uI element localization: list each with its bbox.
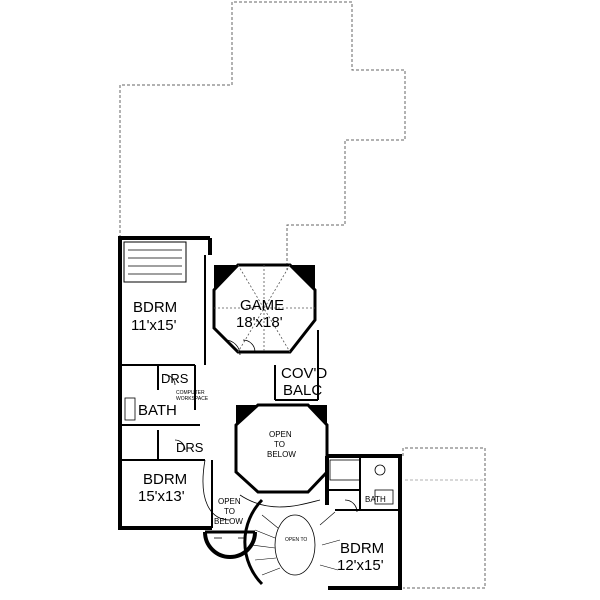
covd-balc-line1: COV'D — [281, 365, 327, 382]
covd-balc-line2: BALC — [283, 382, 322, 399]
bath2-label: BATH — [365, 495, 386, 504]
open2-line1: OPEN — [218, 497, 241, 506]
bath1-label: BATH — [138, 402, 177, 419]
game-size: 18'x18' — [236, 314, 283, 331]
drs1-label: DRS — [161, 371, 189, 386]
computer-label-line1: COMPUTER — [176, 390, 205, 396]
game-name: GAME — [240, 297, 284, 314]
drs2-label: DRS — [176, 440, 204, 455]
bdrm2-name: BDRM — [143, 471, 187, 488]
bdrm3-name: BDRM — [340, 540, 384, 557]
open1-line1: OPEN — [269, 430, 292, 439]
stair-note: OPEN TO — [285, 537, 307, 543]
open1-line3: BELOW — [267, 450, 296, 459]
bdrm1-name: BDRM — [133, 299, 177, 316]
lower-floor-outline — [119, 1, 486, 589]
open2-line2: TO — [224, 507, 235, 516]
wall-masses — [214, 265, 327, 425]
interior-walls — [120, 255, 400, 528]
detail-lines — [123, 241, 394, 576]
computer-label-line2: WORKSPACE — [176, 396, 209, 402]
bdrm2-size: 15'x13' — [138, 488, 185, 505]
bdrm1-size: 11'x15' — [131, 317, 177, 334]
bdrm3-size: 12'x15' — [337, 557, 384, 574]
open2-line3: BELOW — [214, 517, 243, 526]
open1-line2: TO — [274, 440, 285, 449]
